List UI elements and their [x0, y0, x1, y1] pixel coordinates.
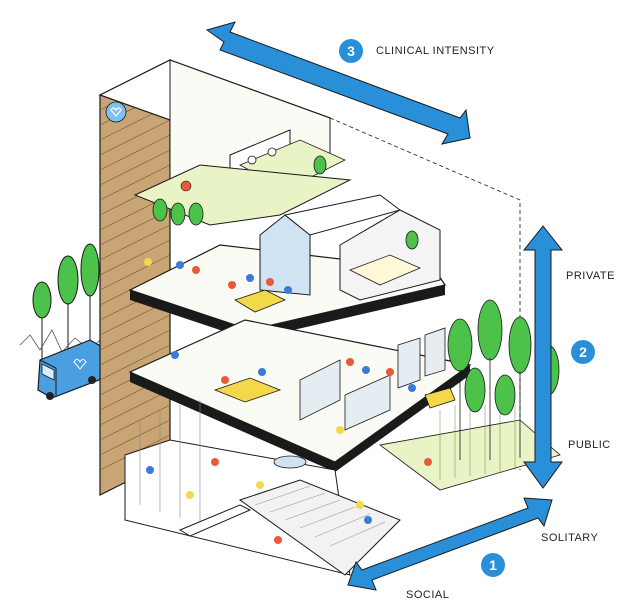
axis2-start-label: PUBLIC [568, 439, 611, 451]
axis1-end-label: SOLITARY [541, 532, 599, 544]
heart-logo-icon [105, 101, 127, 123]
axis2-arrow-icon [522, 225, 564, 489]
left-trees [19, 243, 101, 360]
axis2-end-label: PRIVATE [566, 270, 615, 282]
axis3-arrow-icon [205, 21, 471, 145]
lower-floor [128, 319, 472, 472]
ground-level [124, 400, 401, 576]
axis1-arrow-icon [347, 497, 553, 591]
axis3-label: CLINICAL INTENSITY [376, 45, 495, 57]
axis1-number-badge: 1 [481, 553, 505, 577]
axis2-number-badge: 2 [571, 340, 595, 364]
van-icon [37, 339, 105, 400]
middle-floor [128, 194, 446, 340]
top-floor [133, 59, 352, 226]
axis3-number-badge: 3 [339, 39, 363, 63]
axis1-start-label: SOCIAL [406, 589, 450, 601]
